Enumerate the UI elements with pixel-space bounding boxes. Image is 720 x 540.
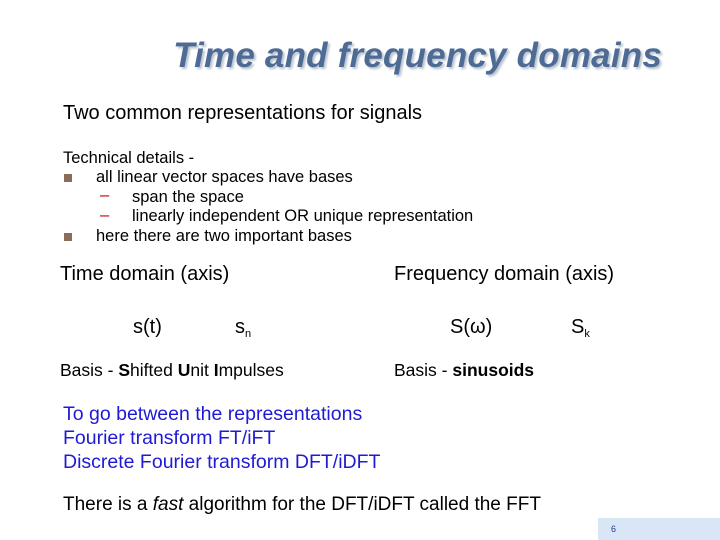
transforms-line-1: To go between the representations [63, 403, 363, 425]
freq-basis: Basis - sinusoids [394, 360, 535, 380]
freq-discrete-signal: Sk [571, 316, 590, 340]
bullet-two-bases: here there are two important bases [96, 227, 352, 245]
freq-continuous-signal: S(ω) [450, 316, 493, 338]
subtitle: Two common representations for signals [63, 102, 423, 124]
dash-icon: – [100, 186, 110, 204]
sub-independent: linearly independent OR unique represent… [132, 207, 474, 225]
frequency-domain-label: Frequency domain (axis) [394, 263, 615, 285]
fft-statement: There is a fast algorithm for the DFT/iD… [63, 494, 541, 515]
bullet-icon [64, 233, 72, 241]
bullet-bases: all linear vector spaces have bases [96, 168, 353, 186]
slide-title: Time and frequency domains [173, 36, 662, 75]
time-domain-label: Time domain (axis) [60, 263, 230, 285]
time-basis: Basis - Shifted Unit Impulses [60, 360, 284, 380]
transforms-line-3: Discrete Fourier transform DFT/iDFT [63, 451, 381, 473]
sub-span: span the space [132, 188, 244, 206]
footer-bar [598, 518, 720, 540]
page-number: 6 [611, 524, 617, 534]
time-continuous-signal: s(t) [133, 316, 162, 338]
bullet-icon [64, 174, 72, 182]
technical-heading: Technical details - [63, 149, 195, 167]
transforms-line-2: Fourier transform FT/iFT [63, 427, 276, 449]
time-discrete-signal: sn [235, 316, 252, 340]
dash-icon: – [100, 206, 110, 224]
